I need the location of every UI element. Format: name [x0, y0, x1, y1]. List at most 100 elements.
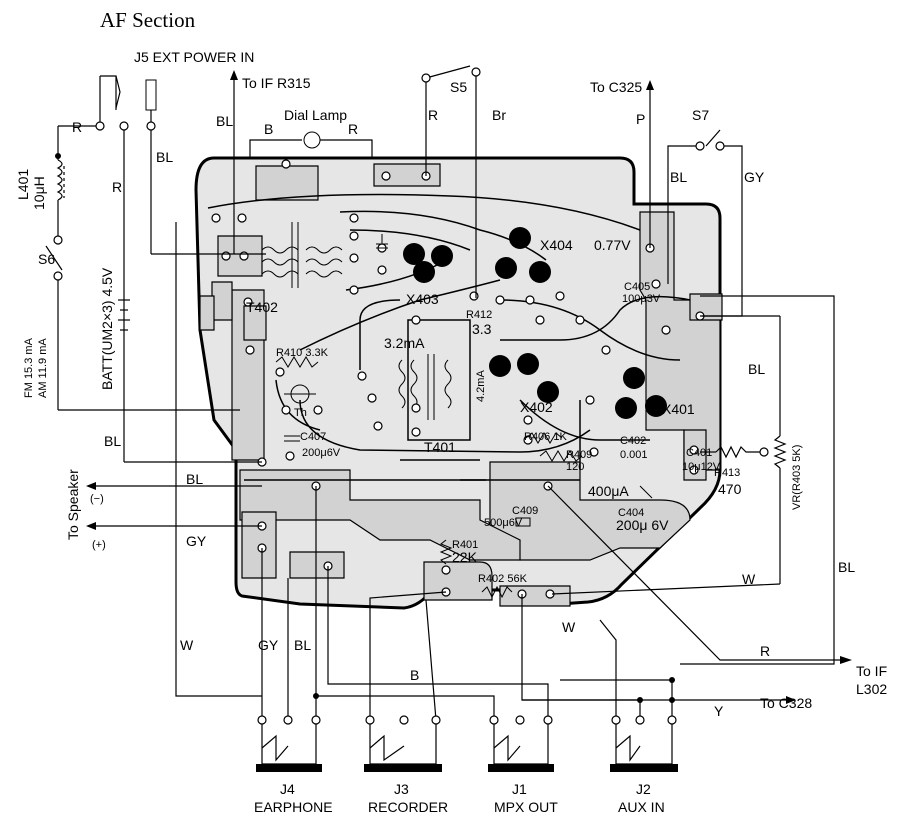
wire-color-codes: R R BL BL B R R Br P BL GY BL BL W W R B… [72, 107, 855, 719]
c405-label: C405 [624, 281, 650, 293]
jack-j3 [364, 715, 442, 772]
external-wiring [45, 65, 852, 721]
capacitor-c-t402 [376, 234, 388, 249]
wire-bl-1: BL [156, 149, 173, 165]
resistor-r410 [275, 356, 319, 368]
transistor-x401 [615, 367, 667, 419]
wire-w-1: W [742, 571, 756, 587]
wire-r-3: R [348, 121, 358, 137]
c409-value: 500μ6V [484, 517, 523, 529]
wire-r-5: R [760, 643, 770, 659]
c407-label: C407 [300, 431, 326, 443]
wire-bl-8: BL [294, 637, 311, 653]
wire-bl-6: BL [104, 433, 121, 449]
wire-b-2: B [410, 667, 419, 683]
j1-name: MPX OUT [494, 799, 558, 815]
wire-p: P [636, 111, 645, 127]
wire-gy-3: GY [258, 637, 279, 653]
pcb-board [194, 156, 723, 610]
labels: J5 EXT POWER IN To IF R315 Dial Lamp S5 … [15, 49, 887, 815]
transformer-t402 [261, 222, 343, 288]
voltage-0-77v: 0.77V [594, 237, 631, 253]
r412-label: R412 [466, 309, 492, 321]
wire-r-4: R [428, 107, 438, 123]
capacitor-c407 [284, 435, 300, 442]
j2-label: J2 [636, 781, 651, 797]
resistor-r401 [439, 539, 453, 565]
external-nodes [53, 67, 725, 703]
speaker-minus-label: (−) [90, 493, 104, 505]
c401-label: C401 [686, 447, 712, 459]
l401-label: L401 [15, 169, 31, 200]
x401-label: X401 [662, 401, 695, 417]
l401-value: 10μH [31, 176, 47, 210]
capacitor-c409 [515, 517, 531, 527]
jack-j4 [256, 715, 322, 772]
r401-value: 22K [452, 549, 478, 565]
j4-name: EARPHONE [254, 799, 333, 815]
to-c328-label: To C328 [760, 695, 812, 711]
wire-b-1: B [264, 121, 273, 137]
j2-name: AUX IN [618, 799, 665, 815]
fm-current-label: FM 15.3 mA [23, 337, 35, 398]
resistor-r406 [525, 432, 563, 444]
c402-label: C402 [620, 435, 646, 447]
wire-bl-5: BL [838, 559, 855, 575]
s7-label: S7 [692, 107, 709, 123]
wire-w-2: W [562, 619, 576, 635]
r410-label: R410 3.3K [276, 347, 329, 359]
c407-value: 200μ6V [302, 447, 341, 459]
wire-gy-2: GY [186, 533, 207, 549]
r409-value: 120 [566, 461, 584, 473]
jack-j1 [488, 715, 554, 772]
t401-label: T401 [424, 439, 456, 455]
transistor-x404 [495, 227, 551, 283]
x403-label: X403 [406, 291, 439, 307]
to-c325-label: To C325 [590, 79, 642, 95]
s5-label: S5 [450, 79, 467, 95]
to-if-r315-label: To IF R315 [242, 75, 311, 91]
s6-label: S6 [38, 251, 55, 267]
resistor-r402 [481, 585, 513, 599]
current-400ua: 400μA [588, 483, 629, 499]
ext-power-label: J5 EXT POWER IN [134, 49, 254, 65]
wire-r-2: R [112, 179, 122, 195]
to-speaker-label: To Speaker [65, 469, 81, 540]
capacitor-c404 [639, 485, 653, 499]
wire-w-3: W [180, 637, 194, 653]
r406-label: R406 1K [524, 431, 567, 443]
wire-bl-3: BL [670, 169, 687, 185]
c402-value: 0.001 [620, 449, 648, 461]
r402-label: R402 56K [478, 573, 528, 585]
j3-name: RECORDER [368, 799, 448, 815]
wire-bl-4: BL [748, 361, 765, 377]
wire-br: Br [492, 107, 506, 123]
wire-y: Y [714, 703, 724, 719]
current-4-2ma: 4.2mA [475, 370, 487, 402]
c401-value: 10μ12V [682, 461, 721, 473]
x404-label: X404 [540, 237, 573, 253]
section-title: AF Section [100, 8, 196, 32]
r413-value: 470 [718, 481, 742, 497]
c405-value: 100μ3V [622, 293, 661, 305]
t402-label: T402 [246, 299, 278, 315]
speaker-plus-label: (+) [92, 539, 106, 551]
c404-label: C404 [618, 507, 644, 519]
r412-value: 3.3 [472, 321, 492, 337]
j1-label: J1 [512, 781, 527, 797]
j3-label: J3 [394, 781, 409, 797]
wire-bl-7: BL [186, 471, 203, 487]
thermistor-th [284, 384, 316, 404]
am-current-label: AM 11.9 mA [37, 338, 49, 398]
c404-value: 200μ 6V [616, 517, 669, 533]
current-3-2ma: 3.2mA [384, 335, 425, 351]
r409-label: R409 [566, 449, 592, 461]
to-if-l302-label: To IF [856, 663, 887, 679]
r413-label: R413 [714, 467, 740, 479]
r401-label: R401 [452, 539, 478, 551]
x402-label: X402 [520, 399, 553, 415]
jack-j2 [610, 715, 678, 772]
transformer-t401 [398, 354, 452, 420]
j4-label: J4 [280, 781, 295, 797]
